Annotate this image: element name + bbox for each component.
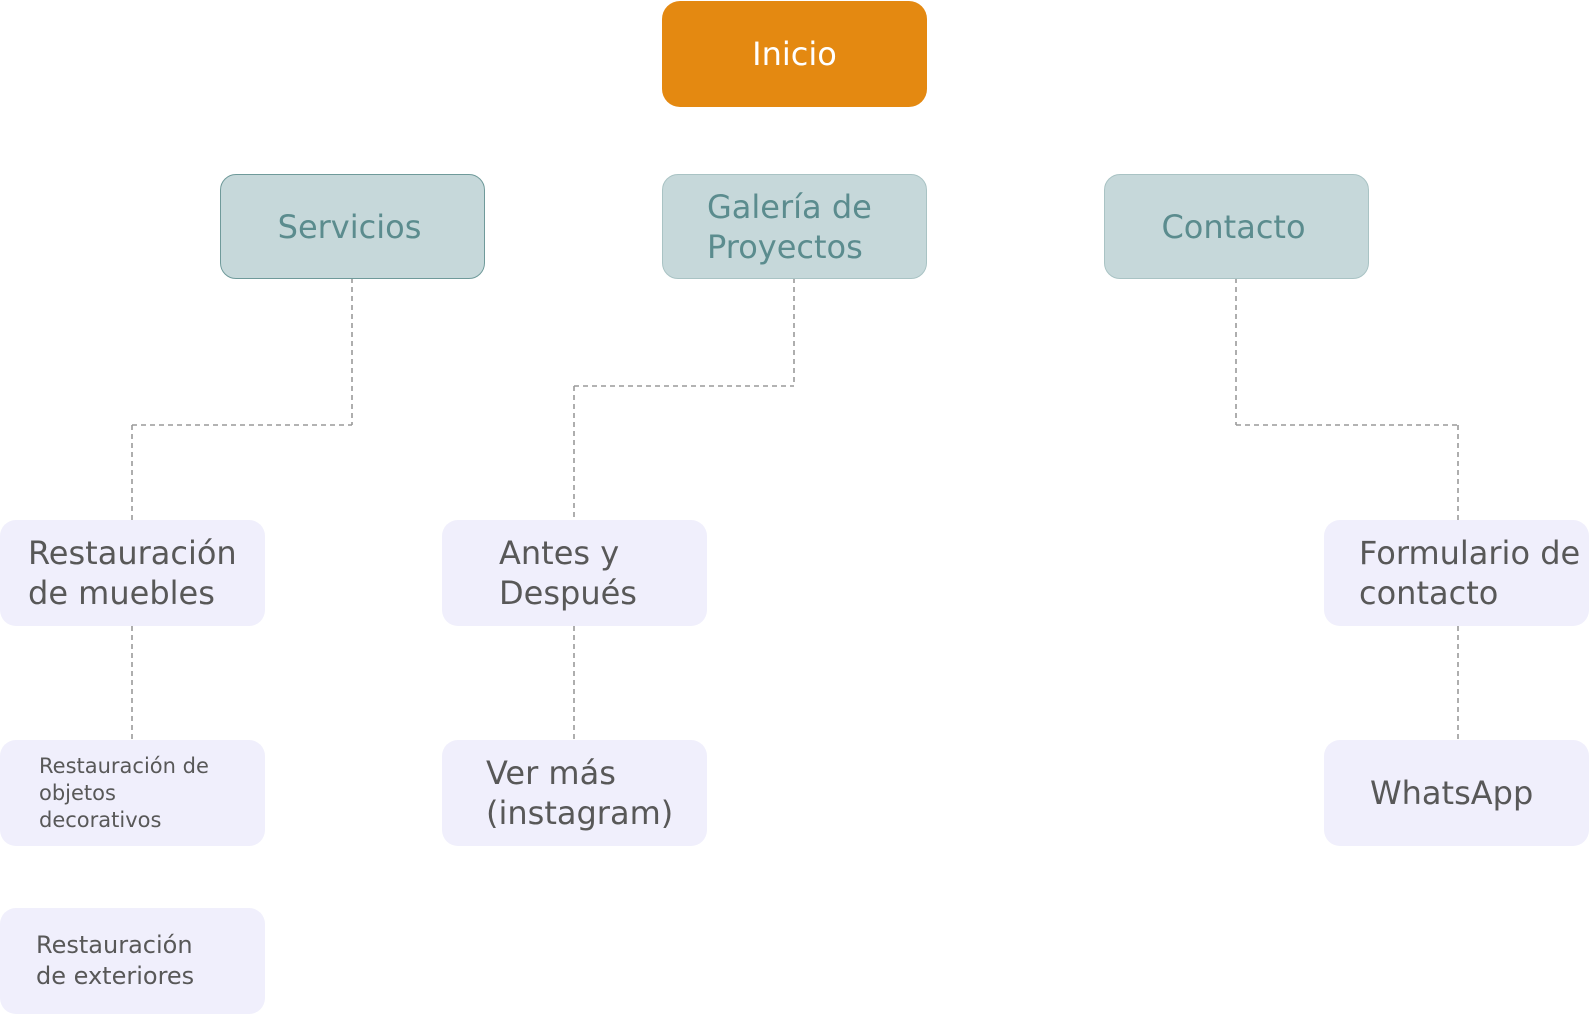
node-servicios: Servicios [220,174,485,279]
node-restauracion-exteriores: Restauración de exteriores [0,908,265,1014]
node-inicio-label: Inicio [752,35,837,73]
node-restauracion-objetos-label: Restauración de objetos decorativos [39,753,209,832]
node-antes-despues-label: Antes y Después [499,534,637,612]
node-contacto-label: Contacto [1161,207,1306,246]
node-whatsapp-label: WhatsApp [1370,774,1534,812]
node-inicio: Inicio [662,1,927,107]
node-restauracion-exteriores-label: Restauración de exteriores [36,931,195,990]
node-whatsapp: WhatsApp [1324,740,1589,846]
node-formulario-contacto: Formulario de contacto [1324,520,1589,626]
node-ver-mas: Ver más (instagram) [442,740,707,846]
node-servicios-label: Servicios [277,207,422,246]
node-antes-despues: Antes y Después [442,520,707,626]
node-galeria-label: Galería de Proyectos [707,187,872,266]
node-contacto: Contacto [1104,174,1369,279]
node-restauracion-muebles: Restauración de muebles [0,520,265,626]
node-ver-mas-label: Ver más (instagram) [486,754,674,832]
node-galeria: Galería de Proyectos [662,174,927,279]
node-restauracion-muebles-label: Restauración de muebles [28,534,237,612]
node-restauracion-objetos: Restauración de objetos decorativos [0,740,265,846]
node-formulario-contacto-label: Formulario de contacto [1359,534,1581,612]
